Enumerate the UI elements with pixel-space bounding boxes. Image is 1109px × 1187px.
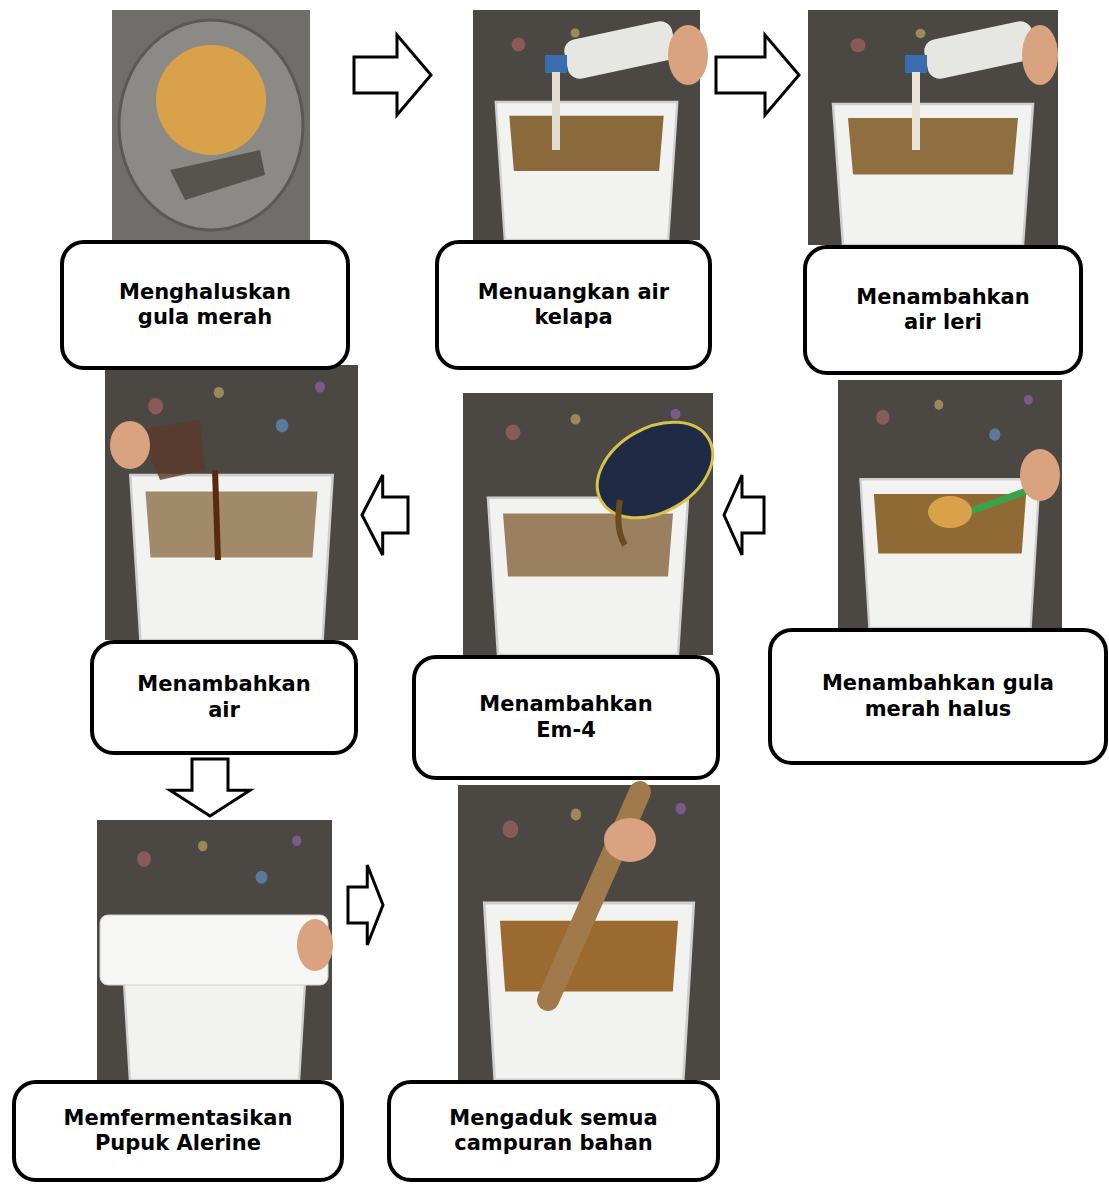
caption-box: Menambahkan Em-4 xyxy=(412,655,720,780)
photo-coconut-water xyxy=(473,10,708,240)
process-step: Menambahkan Em-4 xyxy=(412,393,720,780)
process-step: Menambahkan air xyxy=(90,365,358,755)
caption-box: Memfermentasikan Pupuk Alerine xyxy=(12,1080,344,1182)
step-label: Menambahkan Em-4 xyxy=(471,692,661,742)
photo-adding-sugar xyxy=(838,380,1062,628)
caption-box: Menuangkan air kelapa xyxy=(435,240,712,370)
process-step: Menambahkan air leri xyxy=(803,10,1083,375)
photo-rice-water xyxy=(808,10,1058,245)
process-step: Menuangkan air kelapa xyxy=(435,10,712,370)
process-step: Menghaluskan gula merah xyxy=(60,10,350,370)
caption-box: Menambahkan gula merah halus xyxy=(768,628,1108,765)
step-label: Menuangkan air kelapa xyxy=(464,280,684,330)
photo-grinding xyxy=(112,10,310,240)
caption-box: Menambahkan air xyxy=(90,640,358,755)
caption-box: Menambahkan air leri xyxy=(803,245,1083,375)
step-label: Menambahkan gula merah halus xyxy=(816,671,1061,721)
photo-stirring xyxy=(458,785,720,1080)
block-arrow xyxy=(348,865,383,945)
block-arrow xyxy=(170,759,250,816)
block-arrow xyxy=(716,35,799,115)
process-step: Memfermentasikan Pupuk Alerine xyxy=(12,820,344,1182)
block-arrow xyxy=(354,35,431,115)
photo-fermenting xyxy=(97,820,333,1080)
block-arrow xyxy=(362,475,408,555)
process-step: Menambahkan gula merah halus xyxy=(768,380,1108,765)
caption-box: Menghaluskan gula merah xyxy=(60,240,350,370)
step-label: Menghaluskan gula merah xyxy=(95,280,315,330)
step-label: Menambahkan air leri xyxy=(843,285,1043,335)
step-label: Mengaduk semua campuran bahan xyxy=(434,1106,674,1156)
photo-adding-em4 xyxy=(463,393,730,655)
caption-box: Mengaduk semua campuran bahan xyxy=(387,1080,720,1182)
process-step: Mengaduk semua campuran bahan xyxy=(387,785,720,1182)
step-label: Menambahkan air xyxy=(129,672,319,722)
block-arrow xyxy=(724,475,764,555)
step-label: Memfermentasikan Pupuk Alerine xyxy=(48,1106,308,1156)
photo-adding-water xyxy=(105,365,358,640)
